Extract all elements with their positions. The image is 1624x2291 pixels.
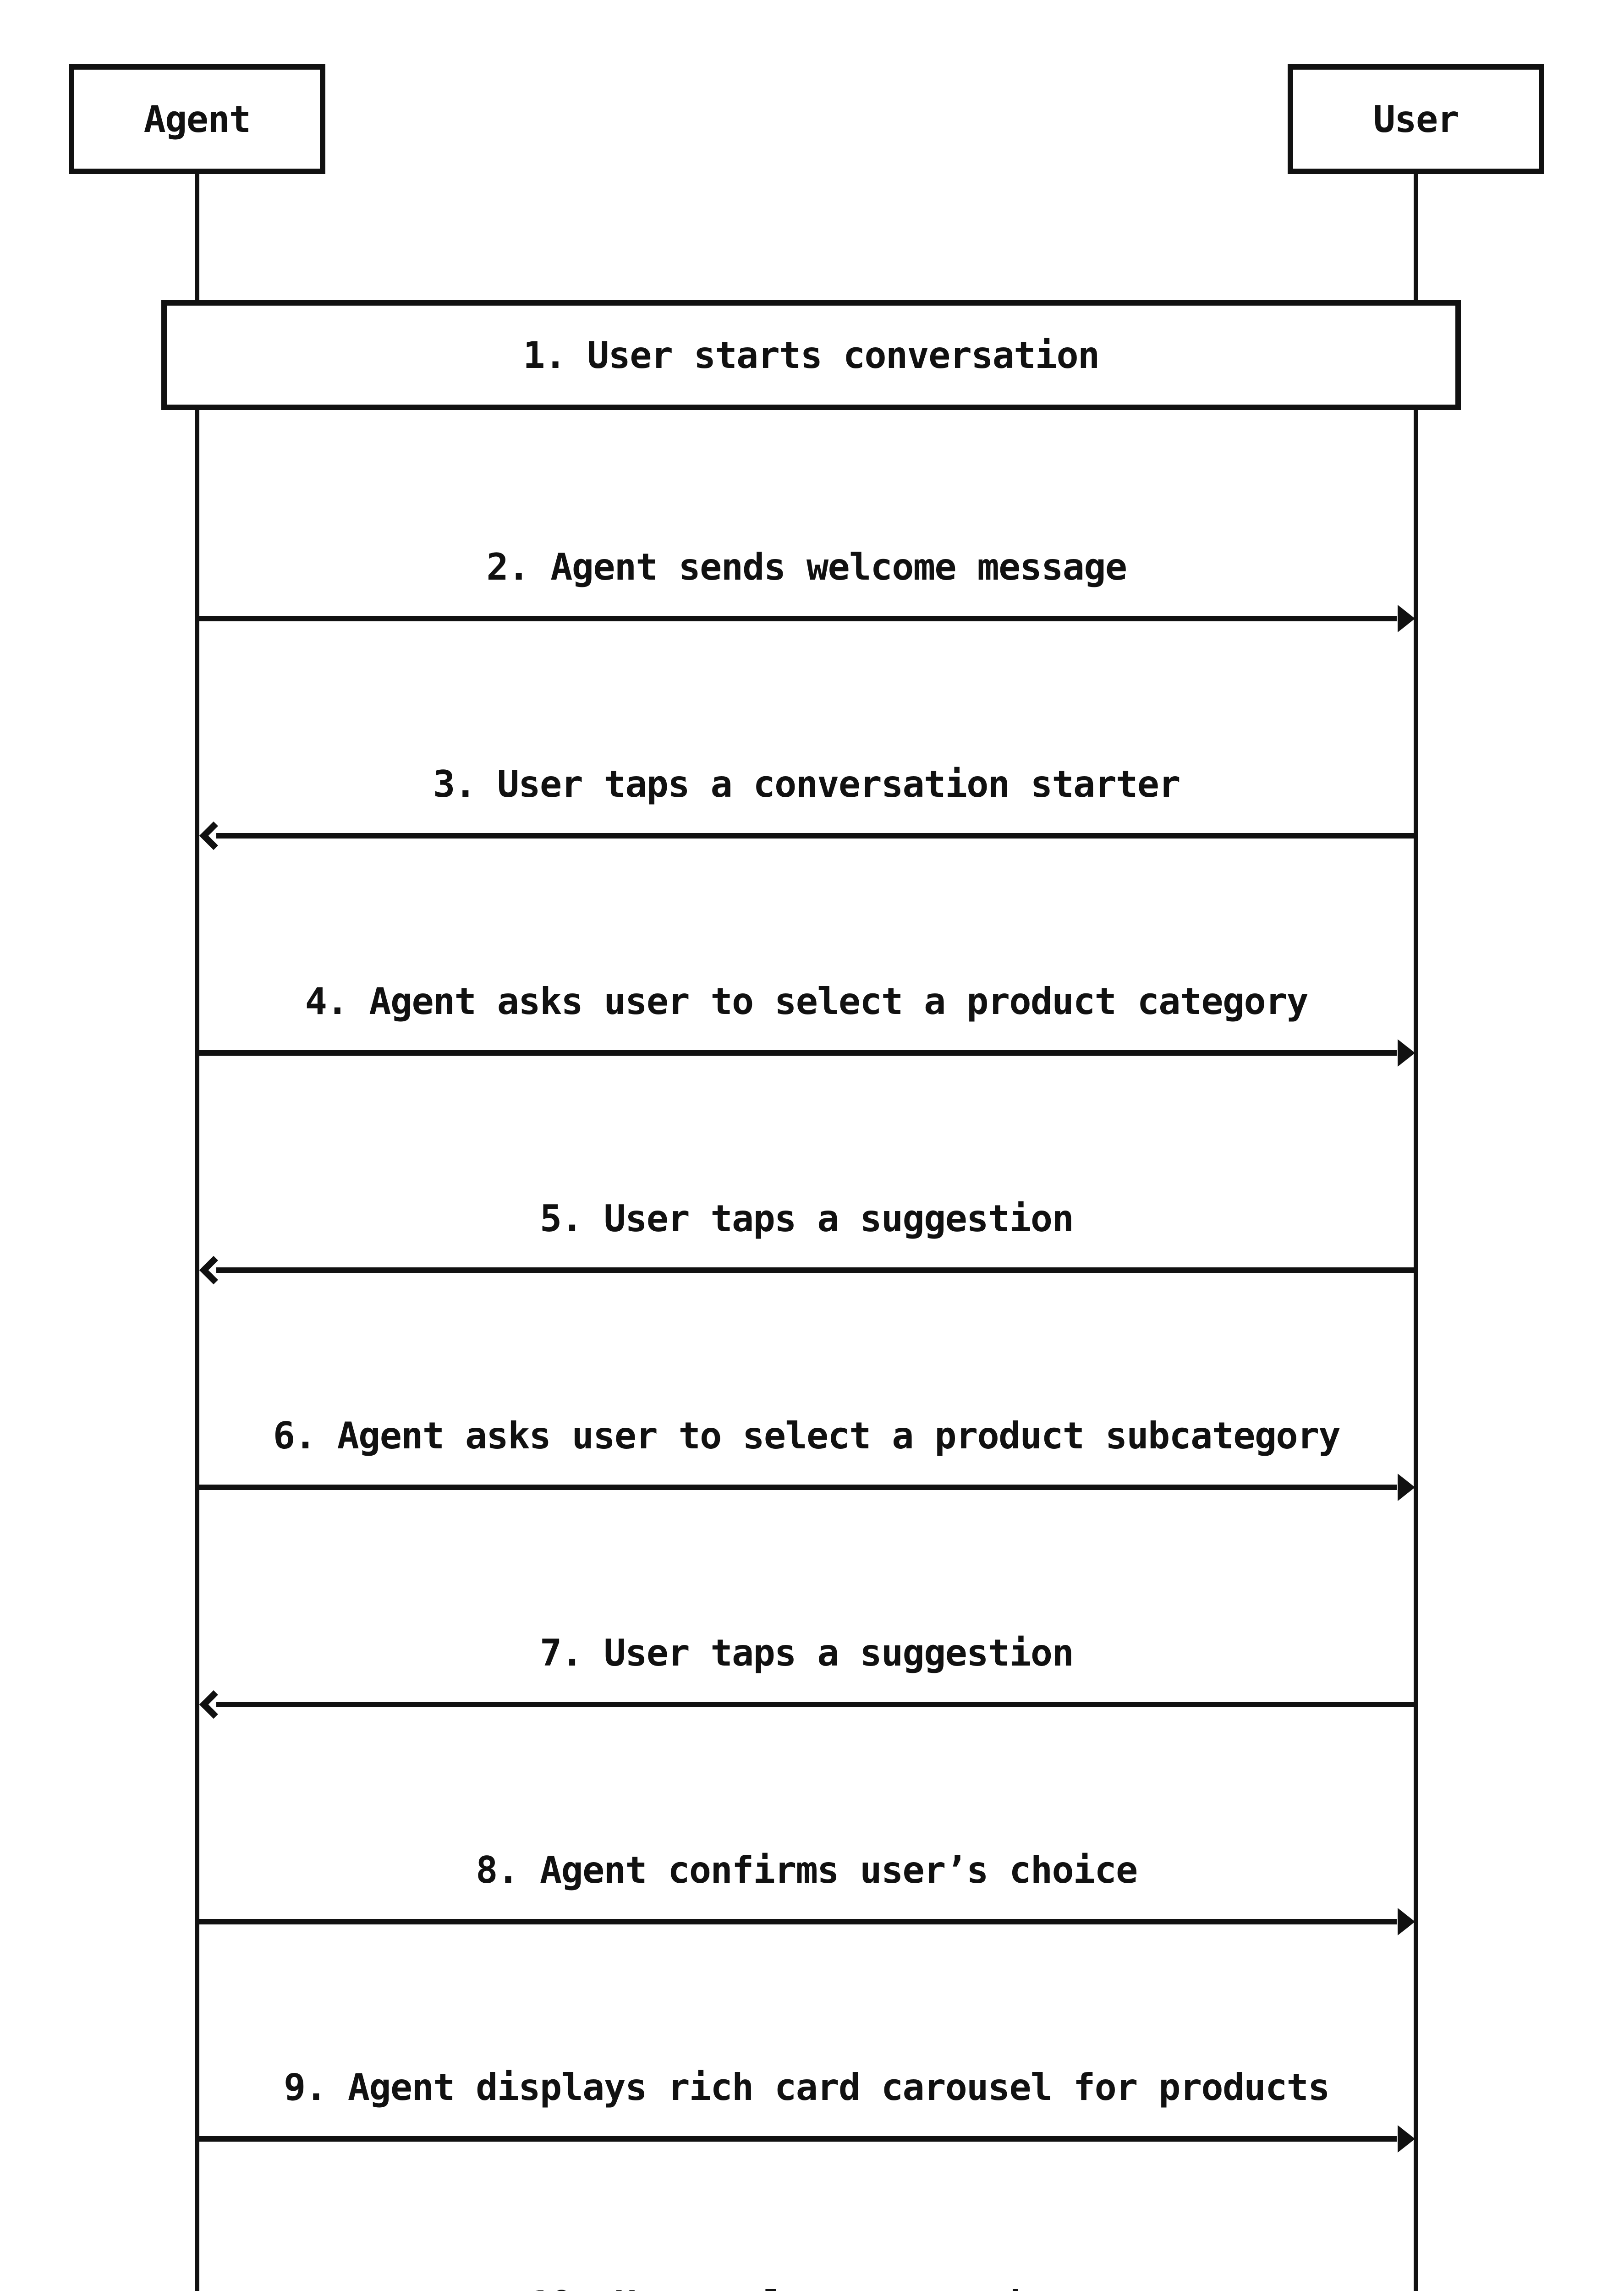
message-label-3: 3. User taps a conversation starter (433, 763, 1180, 806)
arrowhead-right-8 (1398, 1908, 1415, 1935)
message-label-8: 8. Agent confirms user’s choice (476, 1849, 1138, 1891)
message-label-10: 10. User selects a product (197, 2282, 1416, 2291)
message-arrow-line-5 (216, 1267, 1416, 1273)
message-label-6: 6. Agent asks user to select a product s… (273, 1414, 1341, 1457)
arrowhead-left-7 (199, 1690, 228, 1719)
agent-lifeline (195, 174, 199, 2291)
arrowhead-right-9 (1398, 2125, 1415, 2153)
message-arrow-line-2 (197, 616, 1397, 621)
arrowhead-left-5 (199, 1255, 228, 1285)
user-lifeline (1414, 174, 1418, 2291)
message-label-5: 5. User taps a suggestion (539, 1197, 1074, 1240)
message-arrow-line-9 (197, 2136, 1397, 2142)
message-arrow-line-8 (197, 1919, 1397, 1924)
message-label-4: 4. Agent asks user to select a product c… (305, 980, 1309, 1023)
note-step-1: 1. User starts conversation (161, 300, 1461, 410)
participant-box-user-top: User (1288, 64, 1544, 174)
message-arrow-line-3 (216, 833, 1416, 839)
participant-label-agent: Agent (143, 98, 251, 141)
message-label-2: 2. Agent sends welcome message (486, 546, 1128, 588)
participant-label-user: User (1373, 98, 1459, 141)
message-arrow-line-7 (216, 1702, 1416, 1707)
message-label-7: 7. User taps a suggestion (539, 1632, 1074, 1674)
message-arrow-line-6 (197, 1485, 1397, 1490)
arrowhead-left-3 (199, 821, 228, 850)
note-label: 1. User starts conversation (523, 334, 1100, 377)
participant-box-agent-top: Agent (69, 64, 325, 174)
message-arrow-line-4 (197, 1050, 1397, 1056)
arrowhead-right-2 (1398, 605, 1415, 632)
arrowhead-right-6 (1398, 1474, 1415, 1501)
arrowhead-right-4 (1398, 1039, 1415, 1067)
message-label-9: 9. Agent displays rich card carousel for… (284, 2066, 1330, 2109)
